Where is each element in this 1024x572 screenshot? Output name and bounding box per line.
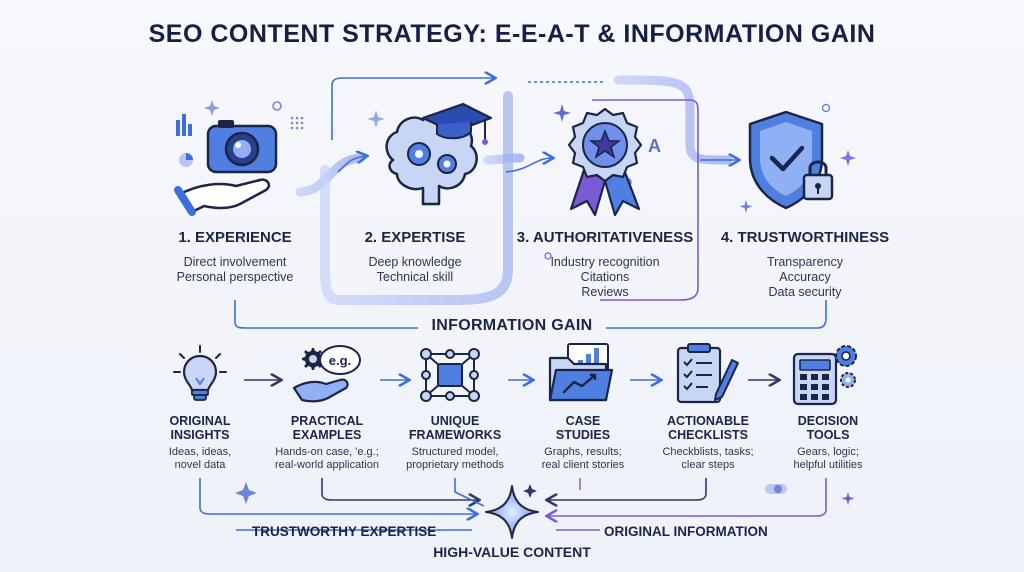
shield-lock-icon — [748, 110, 834, 210]
component-line: Ideas, ideas, — [168, 446, 232, 458]
sparkle-ring-2 — [821, 103, 831, 113]
flow-arrow-top — [331, 78, 494, 140]
pillar-line: Industry recognition — [550, 255, 660, 269]
page-title: SEO CONTENT STRATEGY: E-E-A-T & INFORMAT… — [148, 20, 876, 48]
component-title: CHECKLISTS — [668, 428, 748, 442]
component-title: FRAMEWORKS — [408, 428, 502, 442]
component-unique-frameworks: UNIQUE FRAMEWORKS Structured model, prop… — [390, 414, 520, 472]
checklist-clipboard-icon — [676, 343, 739, 404]
brain-graduation-cap-icon — [385, 102, 493, 206]
eg-badge: e.g. — [329, 353, 351, 368]
gain-bracket-right — [606, 300, 827, 329]
converge-left-inner — [321, 478, 478, 500]
component-title: PRACTICAL — [290, 414, 364, 428]
converge-center — [454, 478, 485, 507]
pillar-trustworthiness: 4. TRUSTWORTHINESS Transparency Accuracy… — [715, 229, 895, 300]
pillar-title: 1. EXPERIENCE — [178, 229, 292, 246]
pillar-title: 4. TRUSTWORTHINESS — [720, 229, 890, 246]
lightbulb-icon — [173, 345, 227, 401]
pillar-line: Citations — [580, 270, 630, 284]
component-line: Structured model, — [411, 446, 499, 458]
component-line: novel data — [174, 459, 226, 471]
component-title: CASE — [565, 414, 601, 428]
component-decision-tools: DECISION TOOLS Gears, logic; helpful uti… — [763, 414, 893, 472]
pillar-line: Deep knowledge — [368, 255, 462, 269]
information-gain-label: INFORMATION GAIN — [431, 317, 593, 334]
component-title: UNIQUE — [430, 414, 480, 428]
component-line: real client stories — [541, 459, 625, 471]
component-line: clear steps — [681, 459, 735, 471]
gain-bracket-left — [234, 300, 418, 329]
purple-connector — [592, 99, 699, 301]
pillar-line: Reviews — [581, 285, 629, 299]
authority-letter-glyph: A — [648, 136, 661, 156]
converge-right-outer — [548, 478, 827, 516]
original-information-label: ORIGINAL INFORMATION — [604, 524, 768, 539]
component-original-insights: ORIGINAL INSIGHTS Ideas, ideas, novel da… — [135, 414, 265, 472]
pillar-line: Data security — [768, 285, 842, 299]
pillar-line: Transparency — [767, 255, 843, 269]
component-line: Gears, logic; — [797, 446, 859, 458]
folder-chart-icon — [548, 343, 614, 402]
component-case-studies: CASE STUDIES Graphs, results; real clien… — [518, 414, 648, 472]
framework-nodes-icon — [420, 348, 480, 402]
pillar-line: Technical skill — [376, 270, 454, 284]
pillar-authoritativeness: 3. AUTHORITATIVENESS Industry recognitio… — [505, 229, 705, 300]
component-line: Graphs, results; — [544, 446, 622, 458]
eg-hand-icon: e.g. — [292, 345, 361, 403]
calculator-gears-icon — [792, 345, 857, 406]
camera-in-hand-icon — [174, 114, 278, 216]
glow-pipe-2-3 — [483, 153, 525, 165]
dot-grid-decoration — [290, 116, 304, 130]
component-actionable-checklists: ACTIONABLE CHECKLISTS Checkblists, tasks… — [643, 414, 773, 472]
component-line: helpful utilities — [793, 459, 863, 471]
component-line: Checkblists, tasks; — [662, 446, 754, 458]
sparkle-decorations — [204, 100, 856, 505]
component-line: real-world application — [275, 459, 379, 471]
component-line: proprietary methods — [406, 459, 504, 471]
glow-pipe-vertical-2 — [320, 91, 513, 305]
component-title: ACTIONABLE — [667, 414, 749, 428]
component-title: INSIGHTS — [170, 428, 230, 442]
component-title: TOOLS — [806, 428, 850, 442]
component-title: DECISION — [797, 414, 859, 428]
component-title: ORIGINAL — [169, 414, 231, 428]
trustworthy-expertise-label: TRUSTWORTHY EXPERTISE — [252, 524, 437, 539]
pillar-title: 3. AUTHORITATIVENESS — [516, 229, 694, 246]
pillar-expertise: 2. EXPERTISE Deep knowledge Technical sk… — [335, 229, 495, 285]
sparkle-ring — [272, 101, 282, 111]
pillar-line: Accuracy — [779, 270, 831, 284]
pillar-line: Personal perspective — [176, 270, 294, 284]
component-title: EXAMPLES — [292, 428, 362, 442]
converge-right-inner — [548, 478, 707, 500]
component-practical-examples: PRACTICAL EXAMPLES Hands-on case, 'e.g.;… — [262, 414, 392, 472]
high-value-star-icon — [485, 485, 539, 539]
flow-arrow-2-3 — [505, 158, 552, 173]
component-line: Hands-on case, 'e.g.; — [275, 446, 379, 458]
pillar-line: Direct involvement — [183, 255, 287, 269]
award-ribbon-icon — [567, 107, 643, 217]
flow-arrow-1-2 — [337, 156, 366, 173]
pillar-experience: 1. EXPERIENCE Direct involvement Persona… — [155, 229, 315, 285]
sparkle-dot-2 — [544, 252, 552, 260]
high-value-content-label: HIGH-VALUE CONTENT — [433, 544, 591, 560]
component-title: STUDIES — [555, 428, 611, 442]
converge-left-outer — [199, 478, 476, 514]
pillar-title: 2. EXPERTISE — [364, 229, 466, 246]
